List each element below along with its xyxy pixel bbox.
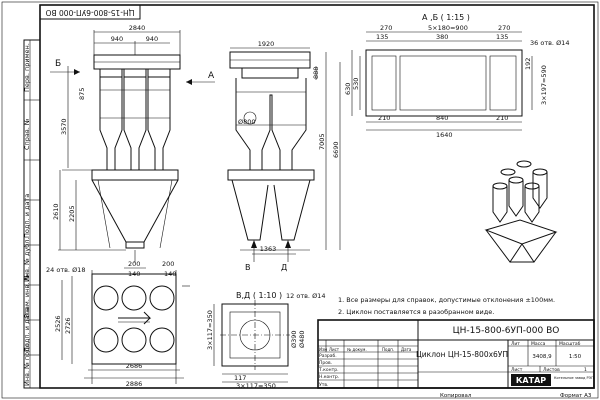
plan-dim-2526: 2526 [54,315,62,332]
role-prov: Пров. [319,360,332,366]
flange-dim-270a: 270 [380,24,392,32]
dim-2205: 2205 [68,205,76,222]
flange-vd-holes: 12 отв. Ø14 [286,292,325,300]
stamp-inv-dubl: Инв. № дубл. [23,238,31,282]
dim-875: 875 [78,88,86,100]
front-view: Б А 2840 940 940 875 3570 2610 2205 [50,24,215,263]
flange-dim-630: 630 [344,83,352,95]
dim-1920: 1920 [258,40,275,48]
plan-holes: 24 отв. Ø18 [46,266,85,274]
dim-3570: 3570 [60,118,68,135]
tb-list: Лист [511,367,523,373]
tb-masshtab-label: Масштаб [559,341,581,347]
flange-ab-title: А ,Б ( 1:15 ) [422,13,470,22]
dim-888: 888 [312,67,320,79]
th-data: Дата [401,347,412,352]
company-logo-bg [511,374,551,386]
stamp-sprav: Справ. № [23,118,31,150]
note-2: 2. Циклон поставляется в разобранном вид… [338,308,494,316]
stamp-vzam: Взам. инв. № [23,274,31,318]
stamp-podp1: Подп. и дата [23,194,31,238]
th-izm: Изм [319,347,327,352]
arrow-v: В [245,263,251,272]
footer-kopiroval: Копировал [440,393,472,399]
flange-vd-dim-390: Ø390 [290,330,298,348]
flange-dim-210a: 210 [378,114,390,122]
flange-dim-590: 3×197=590 [540,65,548,105]
th-list: Лист [329,347,340,352]
flange-vd-dim-117: 117 [234,374,246,382]
dim-940-b: 940 [146,35,158,43]
flange-vd-dim-350b: 3×117=350 [236,382,276,390]
flange-ab: А ,Б ( 1:15 ) 270 5×180=900 270 135 380 … [344,13,569,139]
flange-dim-135b: 135 [496,33,508,41]
th-doc: № докум. [347,347,367,352]
th-podp: Подп. [382,347,394,352]
title-name: Циклон ЦН-15-800х6УП [416,350,508,359]
footer-format: Формат А3 [560,393,592,399]
flange-dim-270b: 270 [498,24,510,32]
designation-box [39,4,141,20]
dim-2610: 2610 [52,203,60,220]
corner-mark [540,4,595,24]
tb-massa: 3408,9 [532,354,552,360]
tb-listov: Листов [543,367,560,373]
side-view: 1920 888 Ø800 7005 6690 1363 В Д [227,40,341,272]
plan-view: 200 140 24 отв. Ø18 200 140 2526 2726 26… [46,260,190,388]
dim-940-a: 940 [111,35,123,43]
tb-masshtab: 1:50 [569,354,582,360]
plan-dim-200b: 200 [162,260,174,268]
plan-dim-2686: 2686 [126,362,143,370]
arrow-d: Д [281,263,287,272]
flange-dim-1640: 1640 [436,131,453,139]
flange-vd-title: В,Д ( 1:10 ) [236,291,282,300]
dim-1363: 1363 [260,245,277,253]
stamp-perv: Перв. примен. [23,43,31,92]
title-designation: ЦН-15-800-6УП-000 ВО [453,326,560,336]
title-block: ЦН-15-800-6УП-000 ВО Изм Лист № докум. П… [317,319,595,389]
dim-2840: 2840 [129,24,146,32]
flange-dim-530: 530 [352,78,360,90]
flange-dim-210b: 210 [496,114,508,122]
dim-6690: 6690 [332,141,340,158]
role-tkontr: Т.контр. [318,367,339,373]
note-1: 1. Все размеры для справок, допустимые о… [338,296,555,304]
flange-dim-380: 380 [436,33,448,41]
flange-dim-900: 5×180=900 [428,24,468,32]
stamp-podp2: Подп. и дата [23,308,31,352]
arrow-a: А [208,71,215,81]
tb-lit: Лит [511,341,520,347]
flange-vd-dim-480: Ø480 [298,330,306,348]
plan-dim-140a: 140 [128,270,140,278]
plan-dim-2726: 2726 [64,317,72,334]
flange-vd-dim-350a: 3×117=350 [206,310,214,350]
isometric-view [484,160,558,263]
flange-dim-840: 840 [436,114,448,122]
role-utv: Утв. [319,382,328,388]
tb-listov-val: 1 [584,367,587,373]
arrow-b: Б [55,59,61,69]
stamp-inv-podl: Инв. № подл. [23,341,31,386]
plan-dim-200a: 200 [128,260,140,268]
company-sub: Котельное завод РЭП [554,376,594,380]
side-stamp: Перв. примен. Справ. № Подп. и дата Инв.… [23,39,41,389]
company-logo: КАТАР [516,376,546,385]
tb-massa-label: Масса [531,341,546,347]
plan-dim-140b: 140 [164,270,176,278]
flange-holes: 36 отв. Ø14 [530,39,569,47]
dim-7005: 7005 [318,133,326,150]
designation-rotated: ЦН-15-800-6УП-000 ВО [45,8,134,17]
flange-dim-192: 192 [524,58,532,70]
plan-dim-2886: 2886 [126,380,143,388]
dim-d800: Ø800 [238,118,256,126]
role-nkontr: Н.контр. [319,374,339,380]
flange-dim-135a: 135 [376,33,388,41]
flange-vd: В,Д ( 1:10 ) 12 отв. Ø14 3×117=350 Ø390 … [206,291,325,390]
role-razrab: Разраб. [319,353,337,359]
